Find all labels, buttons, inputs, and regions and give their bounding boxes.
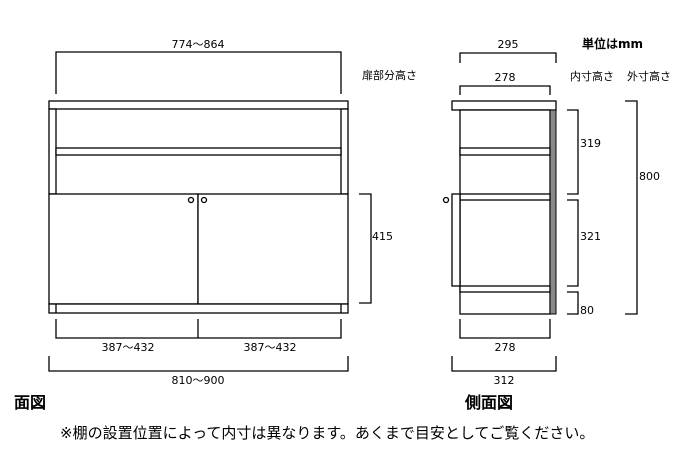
door-width-bracket [55, 319, 342, 339]
plinth-height-bracket [567, 291, 579, 315]
side-shelf-bottom [459, 285, 551, 293]
right-door-knob [200, 196, 208, 204]
depth-outer-bracket [459, 52, 557, 63]
depth-inner-label: 278 [495, 71, 516, 84]
note-text: ※棚の設置位置によって内寸は異なります。あくまで目安としてご覧ください。 [60, 424, 594, 442]
bottom-depth-inner-bracket [459, 319, 551, 339]
lower-height-bracket [567, 199, 579, 287]
depth-outer-label: 295 [498, 38, 519, 51]
front-view-title: 面図 [14, 393, 46, 412]
front-view: 774～864 扉部分高さ 415 387～432 387～432 810～90… [14, 38, 417, 412]
outer-height-caption: 外寸高さ [627, 69, 671, 83]
width-outer-label: 810～900 [172, 374, 225, 387]
left-side-panel [48, 108, 57, 195]
left-door-knob [187, 196, 195, 204]
side-shelf-upper [459, 147, 551, 156]
side-view: 295 278 単位はmm 内寸高さ 外寸高さ 319 321 80 800 2… [442, 36, 671, 412]
depth-inner-bracket [459, 85, 551, 95]
left-door [48, 193, 199, 305]
bottom-depth-outer-label: 312 [494, 374, 515, 387]
upper-height-bracket [567, 109, 579, 195]
door-height-caption: 扉部分高さ [362, 68, 417, 82]
width-inner-label: 774～864 [172, 38, 225, 51]
side-top-board [451, 100, 557, 111]
bottom-depth-inner-label: 278 [495, 341, 516, 354]
top-board [48, 100, 349, 110]
width-inner-bracket [55, 51, 342, 94]
right-door-width: 387～432 [244, 341, 297, 354]
inner-height-caption: 内寸高さ [570, 69, 614, 83]
right-door [197, 193, 349, 305]
plinth-lines [55, 304, 342, 313]
plinth [48, 303, 349, 314]
side-view-title: 側面図 [464, 393, 513, 412]
width-outer-bracket [48, 356, 349, 372]
left-door-width: 387～432 [102, 341, 155, 354]
bottom-depth-outer-bracket [451, 356, 557, 372]
lower-height-value: 321 [580, 230, 601, 243]
side-body [459, 109, 551, 315]
side-door-knob [442, 196, 450, 204]
shelf [55, 147, 342, 156]
door-height-bracket [359, 193, 372, 304]
plinth-height-value: 80 [580, 304, 594, 317]
unit-label: 単位はmm [582, 36, 643, 51]
back-panel [549, 109, 557, 315]
total-height-bracket [625, 100, 638, 315]
side-shelf-middle [459, 193, 551, 201]
right-side-panel [340, 108, 349, 195]
upper-height-value: 319 [580, 137, 601, 150]
door-height-value: 415 [372, 230, 393, 243]
total-height-value: 800 [639, 170, 660, 183]
side-door [451, 193, 461, 287]
